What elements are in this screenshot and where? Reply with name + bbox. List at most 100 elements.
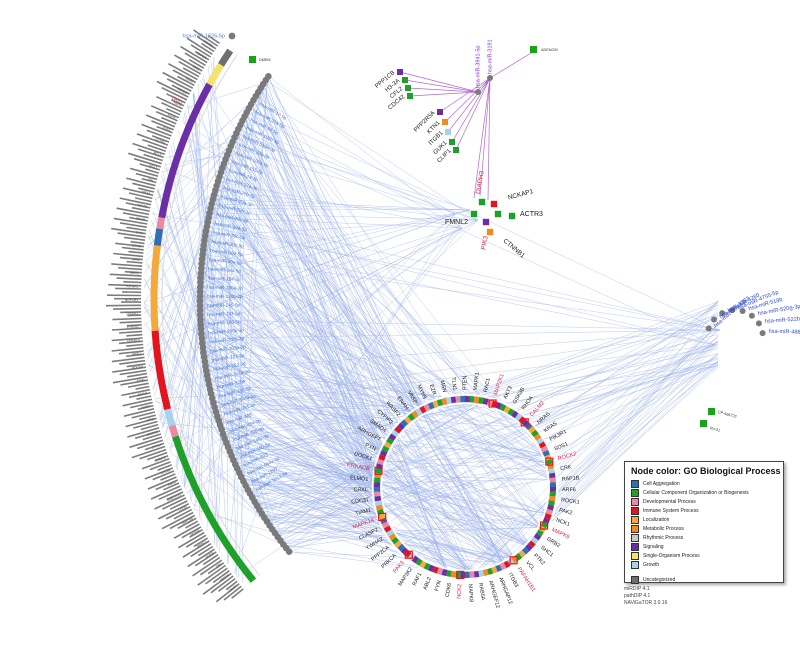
legend-swatch: [631, 542, 639, 551]
legend-item: Growth: [631, 560, 783, 569]
outer-gene-label-mark: [111, 263, 143, 267]
ring-band-segment: [374, 495, 382, 502]
gene-node: [449, 139, 455, 145]
ring-band-segment: [404, 416, 412, 424]
outer-gene-label-mark: [132, 182, 155, 190]
outer-gene-label-mark: [149, 461, 171, 471]
ring-band-segment: [547, 463, 555, 470]
outer-gene-label-mark: [177, 517, 197, 530]
purple-mirna-label: hsa-miR-3191: [487, 39, 493, 74]
ring-gene-label: DOCK1: [353, 451, 373, 462]
legend-item: Cellular Component Organization or Bioge…: [631, 488, 783, 497]
outer-gene-label: E2F3: [163, 125, 172, 132]
ring-band-segment: [487, 399, 494, 407]
drug-label: Ro-31: [709, 426, 720, 433]
gene-node: [405, 85, 411, 91]
outer-gene-label-mark: [192, 556, 221, 577]
ring-band-segment: [482, 397, 489, 405]
arc-mirna-label: hsa-miR-30a-5p: [214, 221, 248, 232]
interaction-edges: [143, 57, 721, 584]
outer-gene-label: ATXN1: [137, 391, 148, 397]
outer-gene-label-mark: [151, 135, 170, 143]
gene-node: [197, 316, 204, 324]
outer-gene-label-mark: [193, 29, 219, 47]
ring-band-segment: [533, 533, 542, 541]
outer-gene-label-mark: [137, 148, 164, 159]
outer-gene-label: SP1: [147, 177, 154, 182]
outer-gene-label: TGFBR2: [126, 284, 139, 288]
ring-gene-label: PXN: [364, 443, 377, 453]
outer-gene-label-mark: [109, 273, 142, 277]
mirna-node: [729, 307, 736, 314]
go-process-bands: [150, 48, 559, 583]
ring-gene-label: CRKL: [354, 487, 369, 493]
ring-band-segment: [548, 495, 556, 502]
mirna-node: [711, 316, 717, 323]
nodes-layer: [105, 29, 766, 603]
purple-mirna-label: hsa-miR-3941-5p: [475, 46, 481, 89]
ring-band-segment: [383, 525, 392, 533]
outer-gene-label-mark: [168, 62, 198, 81]
outer-gene-label-mark: [147, 144, 167, 152]
outer-gene-label-mark: [129, 167, 159, 177]
legend-item-label: Localization: [643, 516, 670, 523]
outer-gene-label: ZEB1: [191, 64, 200, 72]
outer-gene-label-mark: [165, 505, 191, 520]
outer-gene-label: FOXO3: [176, 87, 188, 96]
ring-gene-label: NCK1: [555, 517, 571, 528]
legend-swatch: [631, 497, 639, 506]
ring-band-segment: [511, 555, 519, 564]
outer-gene-label-mark: [141, 177, 157, 184]
outer-gene-label-mark: [157, 503, 190, 520]
edges-layer: [143, 49, 721, 584]
arc-mirna-label: hsa-miR-221-3p: [211, 353, 245, 363]
legend-item-label: Developmental Process: [643, 498, 696, 505]
outer-gene-label-mark: [126, 260, 143, 264]
ring-gene-label: VCL: [524, 560, 535, 572]
outer-gene-label-mark: [112, 317, 142, 321]
outer-gene-label-mark: [171, 99, 185, 107]
outer-gene-label: ZEB2: [185, 76, 194, 83]
outer-gene-label-mark: [163, 482, 180, 491]
drug-label: ADENOM: [541, 48, 558, 52]
outer-gene-label: BACH2: [146, 430, 158, 437]
ring-band-segment: [521, 419, 530, 427]
top-mirna-label: hsa-miR-1226-5p: [183, 33, 226, 39]
ring-band-segment: [525, 422, 533, 431]
outer-gene-label-mark: [119, 197, 152, 206]
outer-gene-label-mark: [187, 548, 215, 568]
outer-gene-label-mark: [139, 414, 156, 421]
outer-gene-label-mark: [119, 359, 146, 365]
version-line: miRDIP 4.1: [624, 586, 650, 592]
outer-gene-label: ELAVL2: [154, 455, 166, 463]
gene-node: [445, 129, 451, 135]
outer-gene-label-mark: [116, 277, 142, 280]
outer-gene-label-mark: [136, 439, 164, 450]
outer-gene-label-mark: [126, 177, 156, 187]
outer-gene-label-mark: [147, 476, 177, 490]
ring-band-segment: [503, 405, 511, 414]
ring-highlight-marker: [520, 418, 529, 427]
ring-band-segment: [436, 399, 443, 407]
ring-band-segment: [386, 529, 394, 537]
drug-label: CP-466722: [717, 410, 737, 419]
legend-swatch: [631, 560, 639, 569]
outer-gene-label-mark: [127, 382, 149, 388]
outer-gene-label-mark: [160, 473, 176, 481]
legend-item-label: Single-Organism Process: [643, 552, 700, 559]
outer-gene-label: SMAD2: [196, 51, 208, 60]
gene-node: [197, 279, 204, 286]
gene-node: [197, 325, 205, 333]
gene-node: [196, 302, 204, 310]
outer-gene-label-mark: [126, 324, 142, 327]
outer-gene-label: STAT3: [131, 243, 141, 248]
ring-band-segment: [518, 550, 526, 558]
version-notes: miRDIP 4.1 pathDIP 4.1 NAViGaTOR 3.0.16: [624, 586, 667, 607]
ring-band-segment: [533, 433, 542, 441]
gene-node: [442, 119, 448, 125]
ring-band-segment: [518, 416, 526, 424]
ring-band-segment: [473, 396, 480, 404]
outer-gene-label-mark: [166, 491, 184, 501]
ring-band-segment: [404, 550, 412, 558]
outer-gene-label-mark: [138, 187, 155, 193]
